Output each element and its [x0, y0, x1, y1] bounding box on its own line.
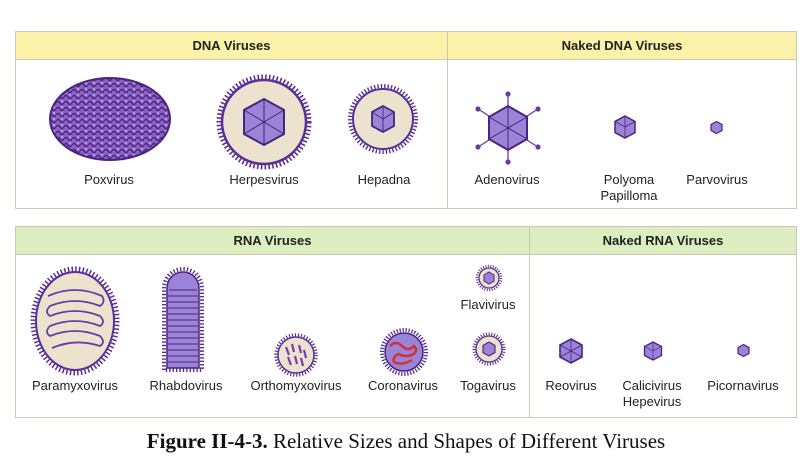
naked-rna-viruses-header: Naked RNA Viruses	[530, 227, 796, 255]
orthomyxovirus-illustration	[274, 333, 318, 377]
dna-panel-divider	[447, 32, 448, 208]
togavirus-label: Togavirus	[460, 378, 516, 393]
rna-viruses-panel: RNA Viruses Naked RNA Viruses	[15, 226, 797, 418]
adenovirus-label: Adenovirus	[474, 172, 540, 187]
calicivirus-hepevirus-illustration	[643, 341, 663, 361]
poxvirus-label: Poxvirus	[84, 172, 134, 187]
togavirus-illustration	[472, 332, 506, 366]
reovirus-illustration	[559, 338, 583, 364]
polyoma-papilloma-illustration	[614, 115, 636, 139]
picornavirus-label: Picornavirus	[707, 378, 779, 393]
herpesvirus-illustration	[216, 74, 312, 170]
herpesvirus-label: Herpesvirus	[229, 172, 299, 187]
calicivirus-label: Calicivirus	[622, 378, 682, 393]
paramyxovirus-label: Paramyxovirus	[32, 378, 118, 393]
coronavirus-illustration	[380, 328, 428, 376]
parvovirus-label: Parvovirus	[686, 172, 748, 187]
figure-caption-label: Figure II-4-3.	[146, 429, 268, 453]
polyoma-label: Polyoma	[603, 172, 655, 187]
rna-panel-divider	[529, 227, 530, 417]
coronavirus-label: Coronavirus	[367, 378, 439, 393]
rhabdovirus-illustration	[162, 267, 204, 372]
dna-viruses-header: DNA Viruses	[16, 32, 447, 60]
figure-caption: Figure II-4-3. Relative Sizes and Shapes…	[0, 429, 812, 454]
flavivirus-illustration	[475, 264, 503, 292]
flavivirus-label: Flavivirus	[460, 297, 516, 312]
adenovirus-illustration	[475, 91, 541, 165]
paramyxovirus-illustration	[30, 266, 120, 376]
poxvirus-illustration	[49, 77, 171, 161]
figure-caption-text: Relative Sizes and Shapes of Different V…	[267, 429, 666, 453]
papilloma-label: Papilloma	[600, 188, 658, 203]
parvovirus-illustration	[710, 120, 723, 135]
hepevirus-label: Hepevirus	[622, 394, 682, 409]
naked-dna-viruses-header: Naked DNA Viruses	[448, 32, 796, 60]
hepadna-label: Hepadna	[357, 172, 411, 187]
hepadna-illustration	[348, 84, 418, 154]
picornavirus-illustration	[737, 343, 750, 358]
rhabdovirus-label: Rhabdovirus	[149, 378, 223, 393]
orthomyxovirus-label: Orthomyxovirus	[250, 378, 342, 393]
rna-viruses-header: RNA Viruses	[16, 227, 529, 255]
reovirus-label: Reovirus	[545, 378, 597, 393]
